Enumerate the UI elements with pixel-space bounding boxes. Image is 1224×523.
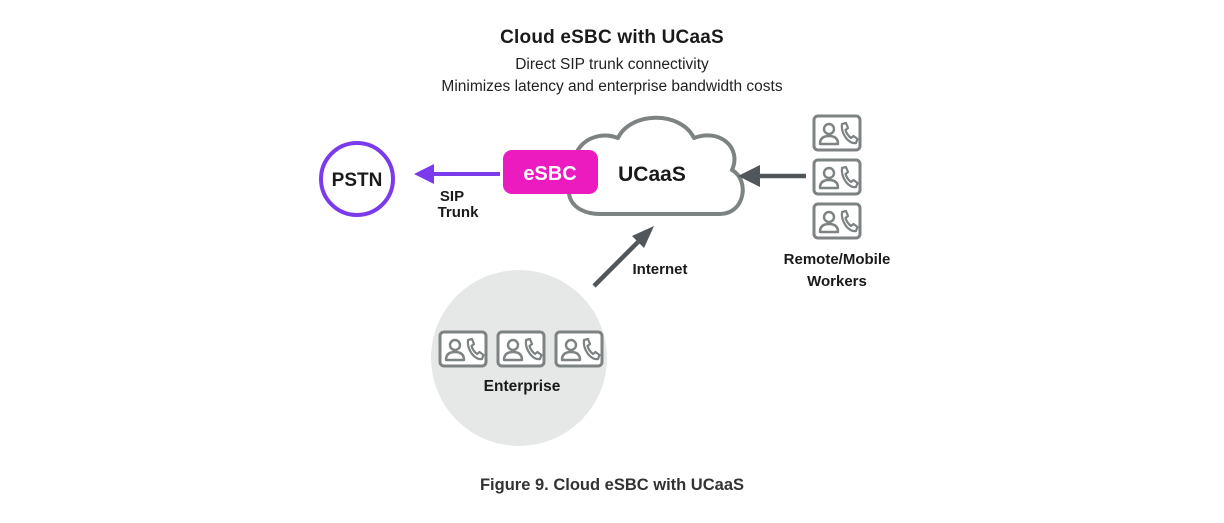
user-phone-icon: [496, 330, 546, 368]
internet-label: Internet: [632, 261, 687, 278]
subtitle-line-1: Direct SIP trunk connectivity: [515, 56, 709, 73]
remote-arrow: [738, 165, 806, 187]
figure-caption: Figure 9. Cloud eSBC with UCaaS: [479, 476, 745, 494]
pstn-node: [319, 141, 395, 217]
ucaas-label: UCaaS: [618, 163, 686, 186]
user-phone-icon: [554, 330, 604, 368]
user-phone-icon: [438, 330, 488, 368]
pstn-label: PSTN: [332, 170, 383, 191]
sip-label-line-2: Trunk: [438, 204, 479, 221]
user-phone-icon: [812, 114, 862, 152]
remote-label-line-2: Workers: [807, 273, 867, 290]
subtitle-line-2: Minimizes latency and enterprise bandwid…: [441, 78, 783, 95]
internet-arrow: [592, 226, 654, 288]
diagram-title: Cloud eSBC with UCaaS: [500, 27, 724, 48]
sip-trunk-arrow: [414, 164, 500, 184]
user-phone-icon: [812, 202, 862, 240]
enterprise-label: Enterprise: [484, 378, 561, 395]
esbc-label: eSBC: [523, 163, 576, 185]
remote-label-line-1: Remote/Mobile: [784, 251, 891, 268]
user-phone-icon: [812, 158, 862, 196]
esbc-badge: [503, 150, 598, 194]
sip-label-line-1: SIP: [440, 188, 464, 205]
